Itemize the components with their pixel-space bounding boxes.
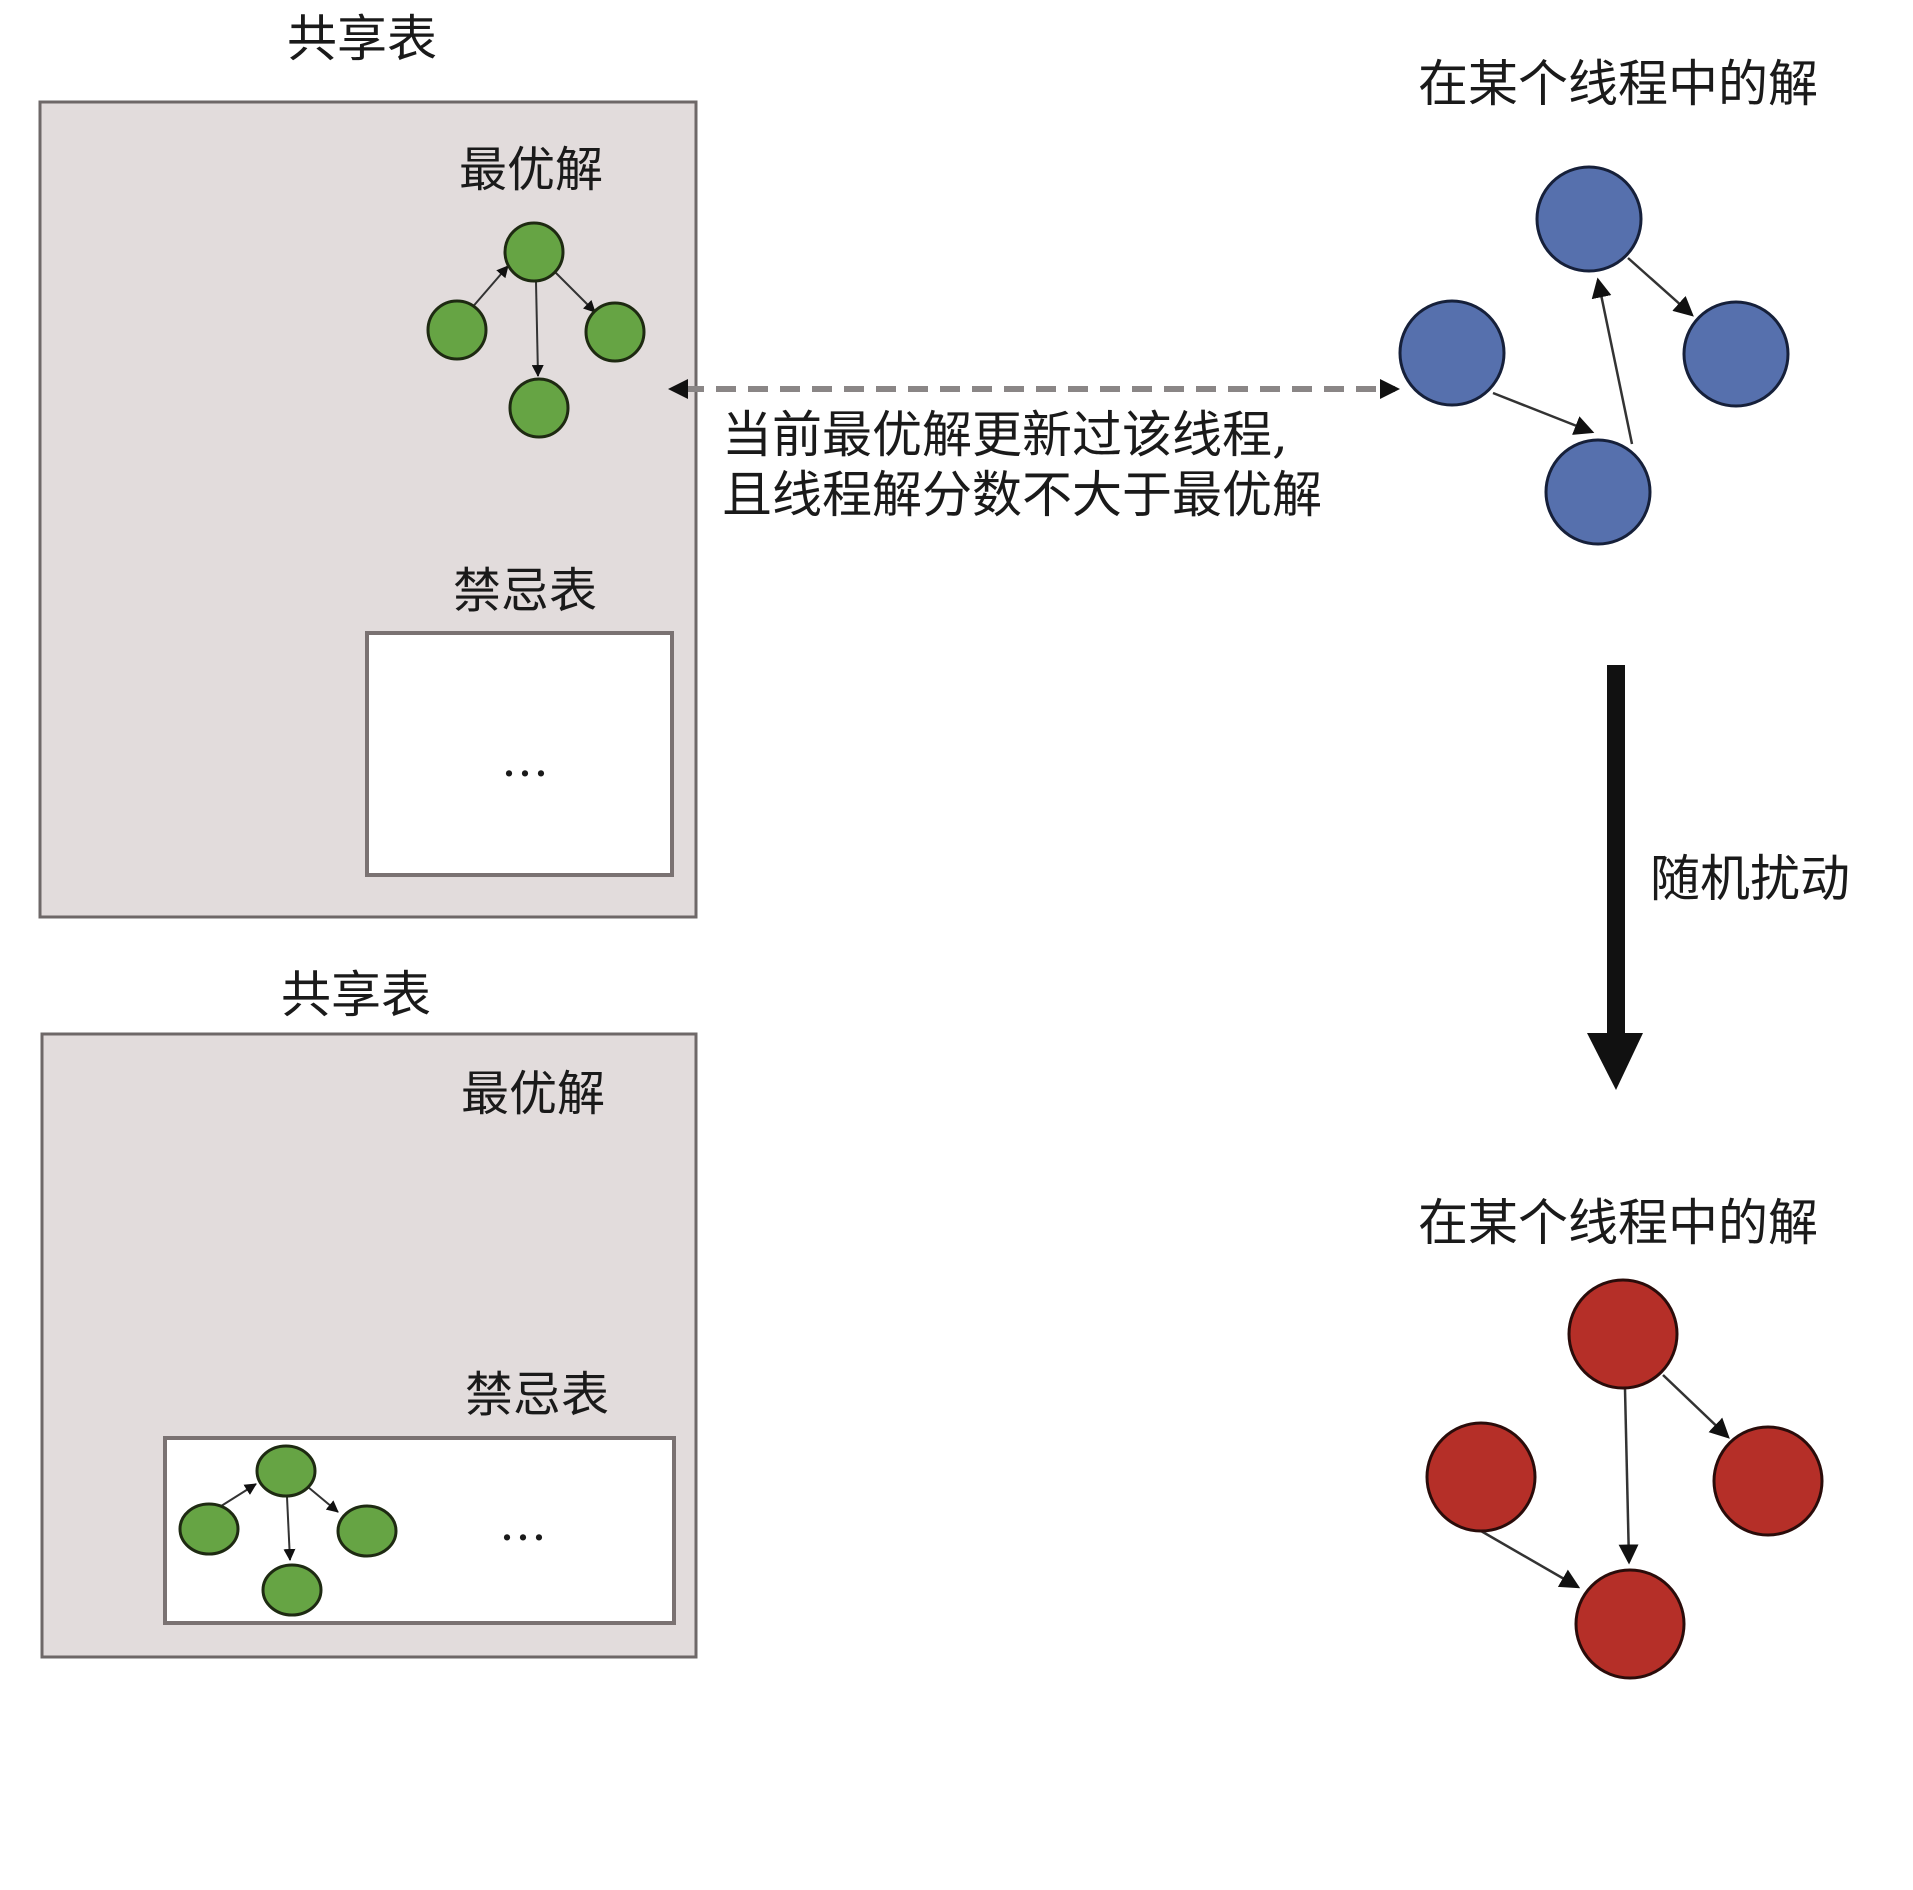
graph-edge [554,271,596,313]
graph-edge [1492,391,1595,435]
bottom-tabu-ellipsis: … [499,1496,547,1552]
graph-node [1544,438,1652,546]
top-shared-table-title: 共享表 [287,10,437,68]
graph-edge [1618,1388,1639,1565]
graph-node [1574,1568,1686,1680]
graph-node [426,299,488,361]
thread-solution-after-title: 在某个线程中的解 [1418,1194,1818,1252]
perturbation-label: 随机扰动 [1650,850,1850,908]
bottom-best-solution-label: 最优解 [461,1066,605,1122]
graph-edge [283,1496,296,1561]
graph-edge [1627,257,1694,317]
bottom-shared-table-title: 共享表 [281,966,431,1024]
tabu-entry-graph [178,1444,398,1617]
graph-edge [531,281,544,377]
top-best-solution-graph [426,221,646,439]
top-tabu-table-label: 禁忌表 [453,563,597,619]
update-link: 当前最优解更新过该线程, 且线程解分数不大于最优解 [668,379,1400,524]
arrowhead-left-icon [668,379,688,399]
bottom-tabu-table-box [163,1436,676,1625]
perturbation-arrow: 随机扰动 [1587,665,1850,1090]
graph-edge [1662,1374,1730,1439]
arrow-shaft [1607,665,1625,1037]
update-condition-line1: 当前最优解更新过该线程, [722,406,1288,464]
update-condition-line2: 且线程解分数不大于最优解 [722,466,1322,524]
graph-node [1425,1421,1537,1533]
graph-node [1682,300,1790,408]
arrowhead-right-icon [1380,379,1400,399]
bottom-tabu-table-label: 禁忌表 [465,1367,609,1423]
thread-solution-after: 在某个线程中的解 [1418,1194,1824,1680]
graph-edge [469,265,509,311]
top-best-solution-label: 最优解 [459,142,603,198]
graph-edge [1480,1529,1581,1589]
graph-node [1535,165,1643,273]
graph-node [508,377,570,439]
top-tabu-table-box [365,631,674,877]
thread-solution-before-title: 在某个线程中的解 [1418,55,1818,113]
graph-node [336,1504,398,1558]
graph-node [261,1563,323,1617]
graph-node [178,1502,240,1556]
graph-node [255,1444,317,1498]
graph-node [1398,299,1506,407]
graph-edge [1591,277,1634,445]
graph-node [1567,1278,1679,1390]
graph-node [503,221,565,283]
top-tabu-ellipsis: … [501,732,549,788]
graph-node [584,301,646,363]
graph-edge [307,1486,339,1513]
arrow-down-icon [1587,1033,1643,1090]
bottom-shared-table: 共享表 最优解 禁忌表 … [40,966,698,1659]
thread-solution-before: 在某个线程中的解 [1398,55,1818,546]
graph-edge [217,1483,257,1509]
graph-node [1712,1425,1824,1537]
top-shared-table: 共享表 最优解 禁忌表 … [38,10,698,919]
